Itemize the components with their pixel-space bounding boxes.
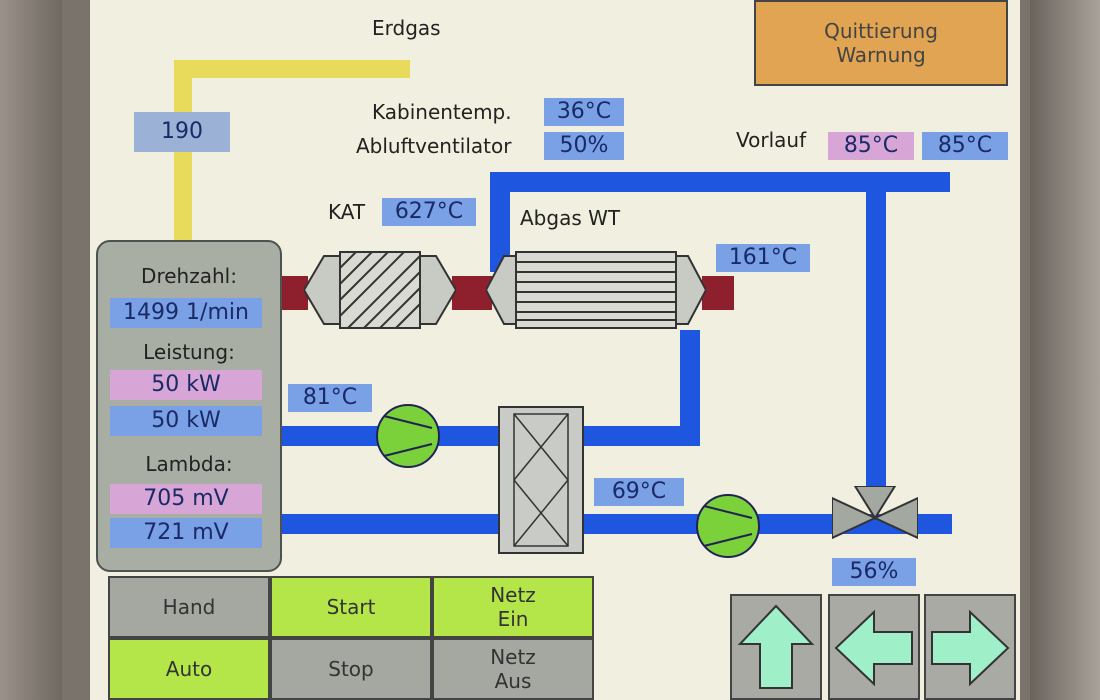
netz-aus-button[interactable]: Netz Aus <box>432 638 594 700</box>
netz-ein-line2: Ein <box>497 607 529 631</box>
exhaust-pipe-out <box>702 276 734 310</box>
gas-value: 190 <box>134 112 230 152</box>
drehzahl-value: 1499 1/min <box>110 298 262 328</box>
nav-up-button[interactable] <box>730 594 822 700</box>
stop-button[interactable]: Stop <box>270 638 432 700</box>
heat-exchanger-icon <box>486 251 706 329</box>
mixed-temperature: 69°C <box>594 478 684 506</box>
netz-aus-line1: Netz <box>490 645 536 669</box>
return-pipe-upper <box>280 426 700 446</box>
nav-right-button[interactable] <box>924 594 1016 700</box>
three-way-valve-icon <box>832 486 918 540</box>
leistung-setpoint: 50 kW <box>110 370 262 400</box>
netz-ein-button[interactable]: Netz Ein <box>432 576 594 638</box>
exhaust-pipe-cat-wt <box>452 276 492 310</box>
quittierung-warnung-button[interactable]: Quittierung Warnung <box>754 0 1008 86</box>
leistung-actual: 50 kW <box>110 406 262 436</box>
start-button[interactable]: Start <box>270 576 432 638</box>
kabinentemp-value: 36°C <box>544 98 624 126</box>
netz-ein-line1: Netz <box>490 583 536 607</box>
warnung-label: Warnung <box>836 43 926 67</box>
hmi-screen: Erdgas 190 Kabinentemp. 36°C Abluftventi… <box>90 0 1020 700</box>
flow-pipe-right-down <box>866 172 886 492</box>
nav-left-button[interactable] <box>828 594 920 700</box>
vorlauf-label: Vorlauf <box>736 128 807 152</box>
exchanger-riser <box>680 330 700 446</box>
auto-button[interactable]: Auto <box>108 638 270 700</box>
exhaust-pipe-engine-cat <box>278 276 308 310</box>
netz-aus-line2: Aus <box>494 669 532 693</box>
erdgas-label: Erdgas <box>372 16 441 40</box>
quittierung-label: Quittierung <box>824 19 938 43</box>
abluftventilator-label: Abluftventilator <box>356 134 512 158</box>
hand-button[interactable]: Hand <box>108 576 270 638</box>
lambda-setpoint: 705 mV <box>110 484 262 514</box>
engine-panel: Drehzahl: 1499 1/min Leistung: 50 kW 50 … <box>96 240 282 572</box>
kat-temperature: 627°C <box>382 198 476 226</box>
abgas-temperature: 161°C <box>716 244 810 272</box>
lambda-actual: 721 mV <box>110 518 262 548</box>
bezel-right <box>1030 0 1100 700</box>
bezel-left <box>0 0 62 700</box>
lambda-label: Lambda: <box>145 452 233 476</box>
pump-icon <box>696 494 760 558</box>
arrow-up-icon <box>737 604 815 689</box>
leistung-label: Leistung: <box>143 340 235 364</box>
arrow-left-icon <box>834 609 913 687</box>
vorlauf-setpoint: 85°C <box>828 132 914 160</box>
drehzahl-label: Drehzahl: <box>141 264 237 288</box>
pump-icon <box>376 404 440 468</box>
return-temperature: 81°C <box>288 384 372 412</box>
catalyst-icon <box>304 251 456 329</box>
gas-pipe-horizontal <box>174 60 410 78</box>
arrow-right-icon <box>931 609 1010 687</box>
vorlauf-actual: 85°C <box>922 132 1008 160</box>
plate-heat-exchanger-icon <box>498 406 584 554</box>
kabinentemp-label: Kabinentemp. <box>372 100 512 124</box>
abgas-wt-label: Abgas WT <box>520 206 621 230</box>
flow-pipe-left-down <box>490 172 510 272</box>
flow-pipe-top <box>490 172 950 192</box>
kat-label: KAT <box>328 200 366 224</box>
abluftventilator-value: 50% <box>544 132 624 160</box>
valve-position: 56% <box>832 558 916 586</box>
return-pipe-lower <box>280 514 952 534</box>
